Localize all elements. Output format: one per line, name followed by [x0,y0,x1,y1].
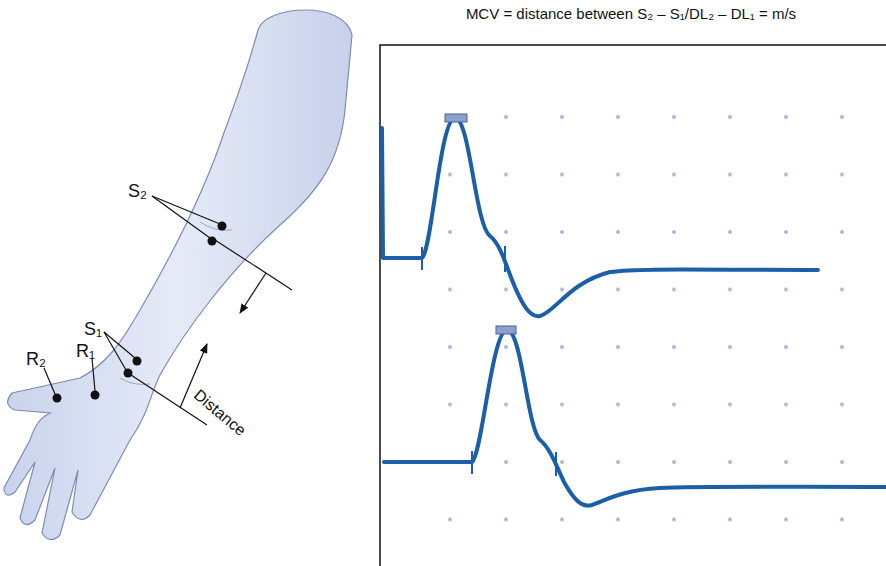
formula-title: MCV = distance between S₂ – S₁/DL₂ – DL₁… [378,6,884,23]
arm-illustration [4,10,352,540]
oscilloscope-graph [380,45,886,566]
dimension-label: Distance [190,386,249,439]
electrode-label: R₂ [26,350,46,370]
electrode-dots [53,222,227,403]
leader-lines [44,196,220,394]
electrode-label: R₁ [76,342,95,362]
electrode-label: S₁ [84,320,102,340]
electrode-label: S₂ [128,182,147,202]
